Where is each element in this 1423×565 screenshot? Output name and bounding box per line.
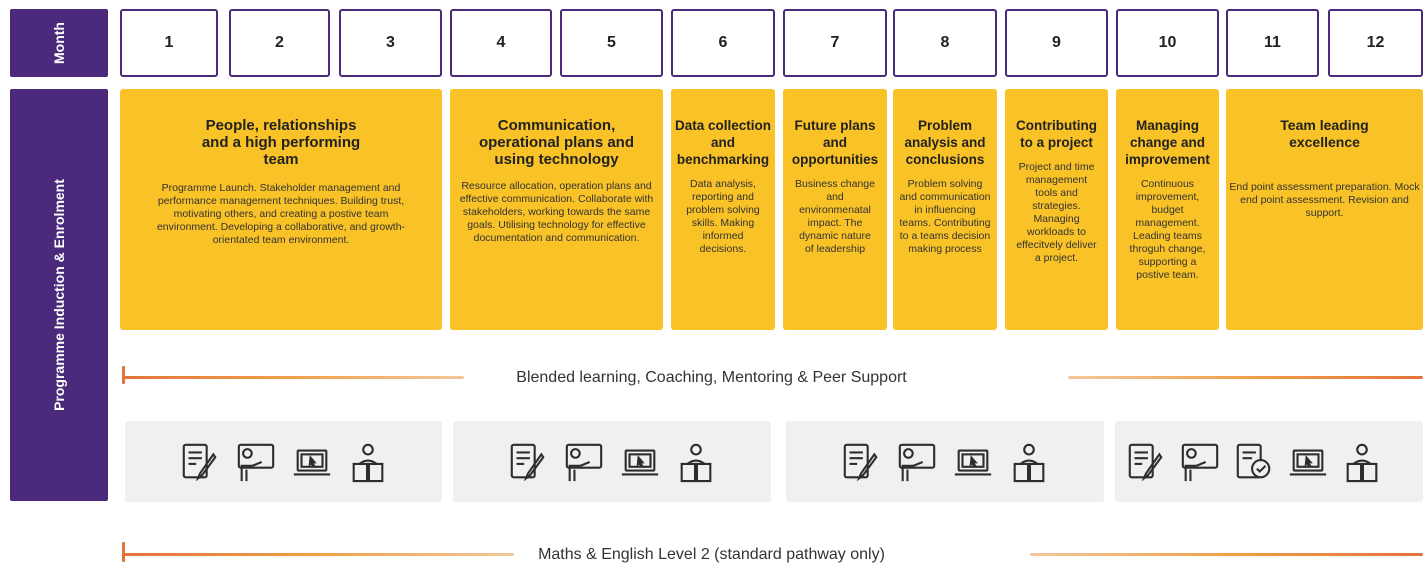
document-check-icon xyxy=(1236,443,1271,478)
module-description: Programme Launch. Stakeholder management… xyxy=(156,182,406,246)
module-description: Resource allocation, operation plans and… xyxy=(459,180,654,244)
month-box: 5 xyxy=(560,9,663,77)
module-card: Managing change and improvement Continuo… xyxy=(1116,89,1219,330)
module-title: Future plans and opportunities xyxy=(791,118,879,167)
reader-icon xyxy=(680,443,712,482)
band-line-right xyxy=(1030,553,1423,556)
blended-learning-label: Blended learning, Coaching, Mentoring & … xyxy=(516,369,907,386)
presenter-icon xyxy=(565,443,603,481)
module-card: Problem analysis and conclusions Problem… xyxy=(893,89,997,330)
icon-group xyxy=(125,421,442,502)
maths-english-label: Maths & English Level 2 (standard pathwa… xyxy=(538,546,885,563)
month-label: Month xyxy=(51,22,67,64)
month-box: 10 xyxy=(1116,9,1219,77)
module-title: Problem analysis and conclusions xyxy=(904,118,986,167)
module-description: Business change and environmenatal impac… xyxy=(795,178,875,255)
document-pen-icon xyxy=(1128,443,1163,481)
band-cap-left xyxy=(122,366,125,384)
month-box: 6 xyxy=(671,9,775,77)
month-box: 8 xyxy=(893,9,997,77)
laptop-cursor-icon xyxy=(621,448,659,475)
module-description: End point assessment preparation. Mock e… xyxy=(1229,181,1420,219)
month-box: 2 xyxy=(229,9,330,77)
presenter-icon xyxy=(1181,443,1219,481)
reader-icon xyxy=(352,443,383,482)
presenter-icon xyxy=(237,443,274,481)
icon-group xyxy=(786,421,1104,502)
laptop-cursor-icon xyxy=(954,448,992,475)
laptop-cursor-icon xyxy=(293,448,330,475)
month-box: 1 xyxy=(120,9,218,77)
band-line-left xyxy=(124,553,514,556)
module-description: Problem solving and communication in inf… xyxy=(899,178,991,255)
band-line-right xyxy=(1068,376,1423,379)
module-title: Team leading excellence xyxy=(1280,117,1369,150)
module-title: Contributing to a project xyxy=(1016,118,1097,150)
document-pen-icon xyxy=(843,443,878,481)
module-card: People, relationships and a high perform… xyxy=(120,89,442,330)
module-title: Managing change and improvement xyxy=(1125,118,1210,167)
programme-induction-bar: Programme Induction & Enrolment xyxy=(10,89,108,501)
month-box: 11 xyxy=(1226,9,1319,77)
module-card: Team leading excellence End point assess… xyxy=(1226,89,1423,330)
module-description: Project and time management tools and st… xyxy=(1016,161,1097,264)
module-title: Data collection and benchmarking xyxy=(674,118,772,167)
band-line-left xyxy=(124,376,464,379)
month-label-bar: Month xyxy=(10,9,108,77)
month-box: 12 xyxy=(1328,9,1423,77)
month-box: 7 xyxy=(783,9,887,77)
module-title: Communication, operational plans and usi… xyxy=(478,117,635,168)
reader-icon xyxy=(1346,443,1378,482)
month-box: 9 xyxy=(1005,9,1108,77)
reader-icon xyxy=(1013,443,1045,482)
module-card: Communication, operational plans and usi… xyxy=(450,89,663,330)
band-cap-left xyxy=(122,542,125,562)
laptop-cursor-icon xyxy=(1289,448,1327,475)
document-pen-icon xyxy=(182,443,217,481)
module-title: People, relationships and a high perform… xyxy=(201,117,361,168)
month-box: 4 xyxy=(450,9,552,77)
module-description: Continuous improvement, budget managemen… xyxy=(1129,178,1206,281)
document-pen-icon xyxy=(510,443,545,481)
module-card: Contributing to a project Project and ti… xyxy=(1005,89,1108,330)
icon-group xyxy=(453,421,771,502)
month-box: 3 xyxy=(339,9,442,77)
presenter-icon xyxy=(898,443,936,481)
icon-group xyxy=(1115,421,1423,502)
module-description: Data analysis, reporting and problem sol… xyxy=(686,178,760,255)
module-card: Data collection and benchmarking Data an… xyxy=(671,89,775,330)
module-card: Future plans and opportunities Business … xyxy=(783,89,887,330)
